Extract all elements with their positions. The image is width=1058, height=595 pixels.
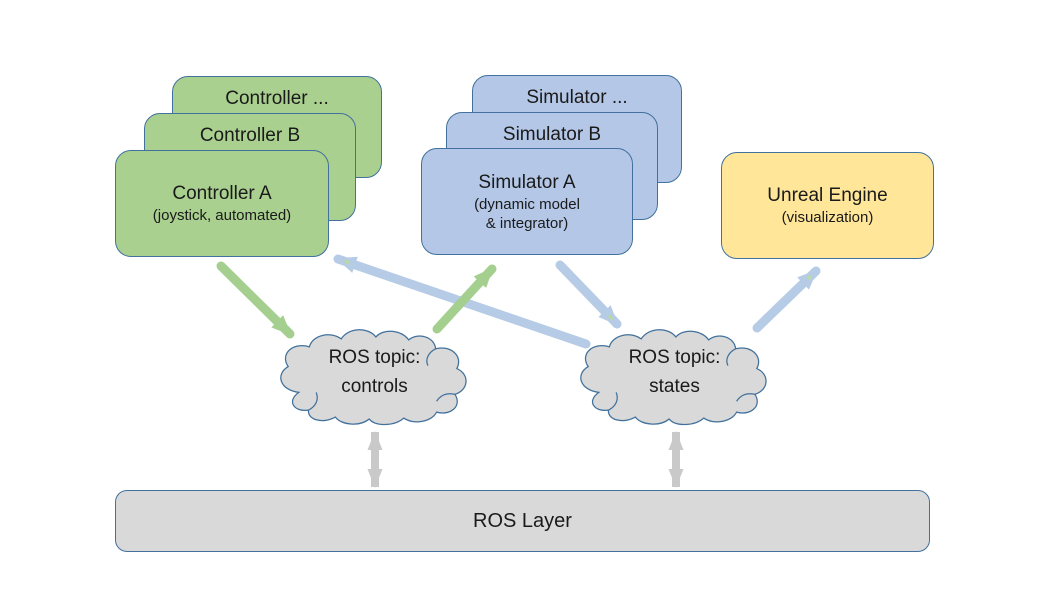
controls-cloud-line1: ROS topic:: [328, 347, 421, 368]
controller-front-subtitle: (joystick, automated): [152, 207, 292, 224]
states-cloud-line1: ROS topic:: [628, 347, 721, 368]
unreal-engine-subtitle: (visualization): [781, 209, 874, 226]
controls-cloud-label: ROS topic: controls: [272, 343, 477, 401]
simulator-back-label: Simulator ...: [526, 87, 628, 108]
simulator-front-subtitle-line1: (dynamic model: [474, 195, 580, 213]
controller-front-text: Controller A (joystick, automated): [116, 151, 328, 256]
simulator-front-text: Simulator A (dynamic model & integrator): [422, 149, 632, 254]
controls-cloud-line2: controls: [341, 376, 408, 397]
states-cloud-line2: states: [649, 376, 700, 397]
unreal-engine-text: Unreal Engine (visualization): [722, 153, 933, 258]
ros-layer-bar: ROS Layer: [115, 490, 930, 552]
controller-front-card: Controller A (joystick, automated): [115, 150, 329, 257]
simulator-middle-label: Simulator B: [502, 124, 602, 145]
unreal-engine-title: Unreal Engine: [767, 185, 888, 206]
simulator-front-title: Simulator A: [478, 171, 576, 193]
simulator-front-card: Simulator A (dynamic model & integrator): [421, 148, 633, 255]
unreal-engine-card: Unreal Engine (visualization): [721, 152, 934, 259]
controller-front-title: Controller A: [172, 183, 272, 204]
controller-middle-label: Controller B: [199, 125, 301, 146]
states-cloud-label: ROS topic: states: [572, 343, 777, 401]
simulator-front-subtitle-line2: & integrator): [485, 214, 569, 232]
ros-layer-label: ROS Layer: [473, 509, 572, 532]
controller-back-label: Controller ...: [225, 88, 329, 109]
